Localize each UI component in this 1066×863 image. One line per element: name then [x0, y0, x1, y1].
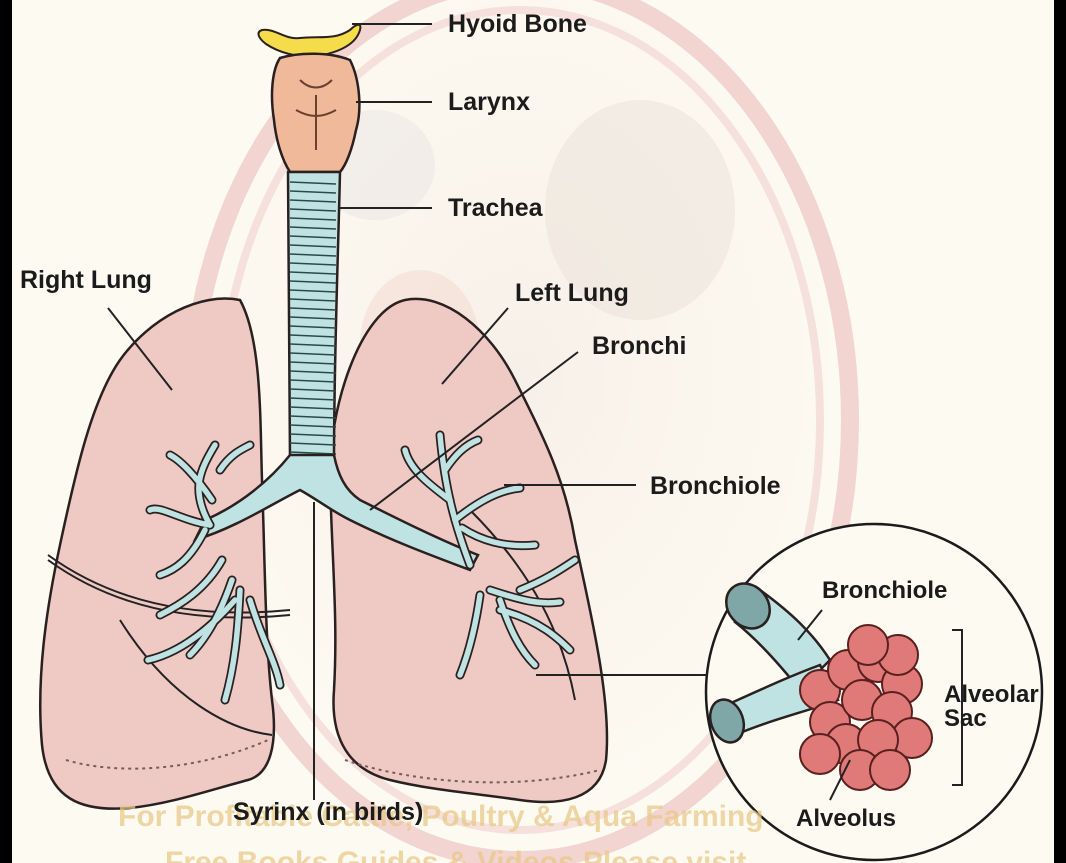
- label-right-lung: Right Lung: [20, 266, 152, 294]
- label-trachea: Trachea: [448, 194, 544, 222]
- watermark-line-1: For Profitable Cattle, Poultry & Aqua Fa…: [118, 800, 764, 833]
- label-larynx: Larynx: [448, 88, 530, 116]
- label-inset-bronchiole: Bronchiole: [822, 577, 947, 604]
- label-syrinx: Syrinx (in birds): [233, 798, 423, 826]
- watermark-line-2: Free Books Guides & Videos Please visit: [165, 846, 746, 863]
- label-bronchiole: Bronchiole: [650, 472, 781, 500]
- label-left-lung: Left Lung: [515, 279, 629, 307]
- alveolus-ball: [800, 734, 840, 774]
- label-alveolar-sac-line-2: Sac: [944, 705, 987, 732]
- label-alveolus: Alveolus: [796, 805, 896, 832]
- label-hyoid-bone: Hyoid Bone: [448, 10, 587, 38]
- diagram-panel: For Profitable Cattle, Poultry & Aqua Fa…: [12, 0, 1054, 863]
- label-alveolar-sac-line-1: Alveolar: [944, 681, 1039, 708]
- respiratory-system-diagram: For Profitable Cattle, Poultry & Aqua Fa…: [12, 0, 1054, 863]
- label-bronchi: Bronchi: [592, 332, 686, 360]
- alveolus-ball: [848, 625, 888, 665]
- alveolus-ball: [870, 750, 910, 790]
